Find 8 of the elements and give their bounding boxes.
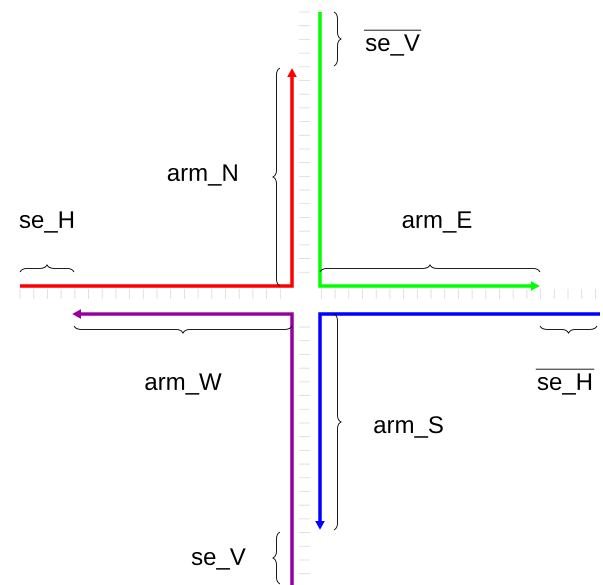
overlined-label: se_H (535, 368, 595, 395)
label: arm_N (168, 164, 237, 186)
label: se_H (20, 211, 74, 233)
label: arm_W (145, 373, 222, 395)
overlined-label: se_V (364, 30, 422, 56)
label: se_V (192, 548, 246, 570)
label: arm_S (374, 416, 443, 438)
label: arm_E (402, 211, 472, 233)
